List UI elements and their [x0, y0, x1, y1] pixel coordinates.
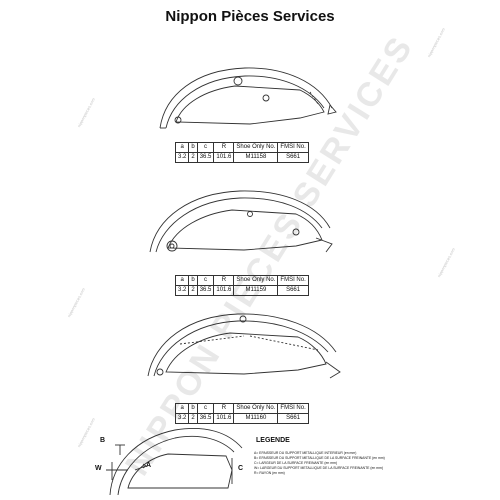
value-c: 36.5 — [196, 413, 215, 424]
brake-shoe-3 — [147, 313, 341, 379]
dimension-label-b: B — [100, 437, 106, 444]
header-shoe-only-no: Shoe Only No. — [233, 403, 279, 414]
value-fmsi-no: S661 — [277, 152, 309, 163]
legend-list: A= EPAISSEUR DU SUPPORT METALLIQUE INTER… — [254, 451, 385, 476]
header-b: b — [188, 275, 198, 286]
header-fmsi-no: FMSI No. — [277, 142, 309, 153]
legend-title: LEGENDE — [256, 437, 290, 444]
legend-item: A= EPAISSEUR DU SUPPORT METALLIQUE INTER… — [254, 451, 357, 455]
header-fmsi-no: FMSI No. — [277, 403, 309, 414]
value-r: 101.6 — [213, 152, 235, 163]
value-r: 101.6 — [213, 285, 235, 296]
header-r: R — [213, 275, 235, 286]
legend-item: R= RAYON (en mm) — [254, 471, 285, 475]
spec-table-header-row: a b c R Shoe Only No. FMSI No. — [174, 403, 309, 414]
spec-table-2: a b c R Shoe Only No. FMSI No. 3.2 2 36.… — [174, 275, 309, 296]
value-b: 2 — [188, 413, 198, 424]
value-a: 3.2 — [174, 413, 190, 424]
spec-table-3: a b c R Shoe Only No. FMSI No. 3.2 2 36.… — [174, 403, 309, 424]
dimension-label-a: A — [146, 462, 152, 469]
dimension-label-w: W — [95, 465, 102, 472]
header-b: b — [188, 403, 198, 414]
brake-shoe-2 — [149, 190, 333, 253]
value-fmsi-no: S661 — [277, 413, 309, 424]
value-r: 101.6 — [213, 413, 235, 424]
spec-table-value-row: 3.2 2 36.5 101.6 M11160 S661 — [174, 413, 309, 424]
header-r: R — [213, 403, 235, 414]
spec-table-value-row: 3.2 2 36.5 101.6 M11158 S661 — [174, 152, 309, 163]
dimension-label-c: C — [238, 465, 244, 472]
header-a: a — [174, 403, 190, 414]
header-c: c — [196, 142, 215, 153]
page-title: Nippon Pièces Services — [165, 8, 335, 25]
value-a: 3.2 — [174, 285, 190, 296]
spec-table-1: a b c R Shoe Only No. FMSI No. 3.2 2 36.… — [174, 142, 309, 163]
header-a: a — [174, 275, 190, 286]
header-fmsi-no: FMSI No. — [277, 275, 309, 286]
header-shoe-only-no: Shoe Only No. — [233, 275, 279, 286]
header-c: c — [196, 275, 215, 286]
value-c: 36.5 — [196, 152, 215, 163]
value-shoe-only-no: M11158 — [233, 152, 279, 163]
header-c: c — [196, 403, 215, 414]
cross-section-detail — [106, 427, 243, 496]
header-b: b — [188, 142, 198, 153]
spec-table-header-row: a b c R Shoe Only No. FMSI No. — [174, 275, 309, 286]
header-a: a — [174, 142, 190, 153]
header-r: R — [213, 142, 235, 153]
value-shoe-only-no: M11159 — [233, 285, 279, 296]
legend-item: B= EPAISSEUR DU SUPPORT METALLIQUE DE LA… — [254, 456, 385, 460]
spec-table-value-row: 3.2 2 36.5 101.6 M11159 S661 — [174, 285, 309, 296]
legend-item: W= LARGEUR DU SUPPORT METALLIQUE DE LA S… — [254, 466, 383, 470]
header-shoe-only-no: Shoe Only No. — [233, 142, 279, 153]
value-shoe-only-no: M11160 — [233, 413, 279, 424]
value-fmsi-no: S661 — [277, 285, 309, 296]
value-c: 36.5 — [196, 285, 215, 296]
legend-item: C= LARGEUR DE LA SURFACE FREINANTE (en m… — [254, 461, 337, 465]
value-b: 2 — [188, 285, 198, 296]
value-b: 2 — [188, 152, 198, 163]
value-a: 3.2 — [174, 152, 190, 163]
brake-shoe-1 — [159, 67, 337, 129]
spec-table-header-row: a b c R Shoe Only No. FMSI No. — [174, 142, 309, 153]
